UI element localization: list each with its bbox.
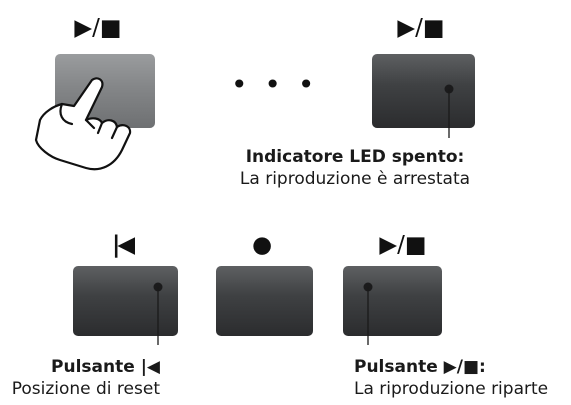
led-indicator-play bbox=[363, 282, 373, 345]
reset-button[interactable] bbox=[73, 266, 178, 336]
play-stop-label-left: ▶/■ bbox=[74, 15, 122, 41]
play-title: Pulsante ▶/■: bbox=[354, 357, 486, 377]
led-off-title: Indicatore LED spento: bbox=[245, 147, 465, 167]
led-off-caption: Indicatore LED spento: La riproduzione è… bbox=[170, 146, 540, 190]
play-description: La riproduzione riparte bbox=[354, 379, 549, 399]
reset-title: Pulsante |◀ bbox=[51, 357, 160, 377]
play-stop-button[interactable] bbox=[372, 54, 475, 128]
ellipsis-dots: • • • bbox=[231, 68, 319, 101]
reset-description: Posizione di reset bbox=[11, 379, 160, 399]
finger-press-icon bbox=[34, 77, 132, 171]
play-stop-button-bottom[interactable] bbox=[343, 266, 442, 336]
reset-caption: Pulsante |◀ Posizione di reset bbox=[0, 356, 200, 400]
play-caption: Pulsante ▶/■: La riproduzione riparte bbox=[354, 356, 569, 400]
record-label: ● bbox=[251, 232, 273, 258]
led-indicator-reset bbox=[153, 282, 163, 345]
led-off-indicator-top bbox=[444, 84, 454, 138]
record-button[interactable] bbox=[216, 266, 313, 336]
reset-label: |◀ bbox=[111, 232, 135, 258]
play-stop-label-bottom: ▶/■ bbox=[379, 232, 427, 258]
play-stop-label-right: ▶/■ bbox=[397, 15, 445, 41]
led-off-description: La riproduzione è arrestata bbox=[239, 169, 471, 189]
